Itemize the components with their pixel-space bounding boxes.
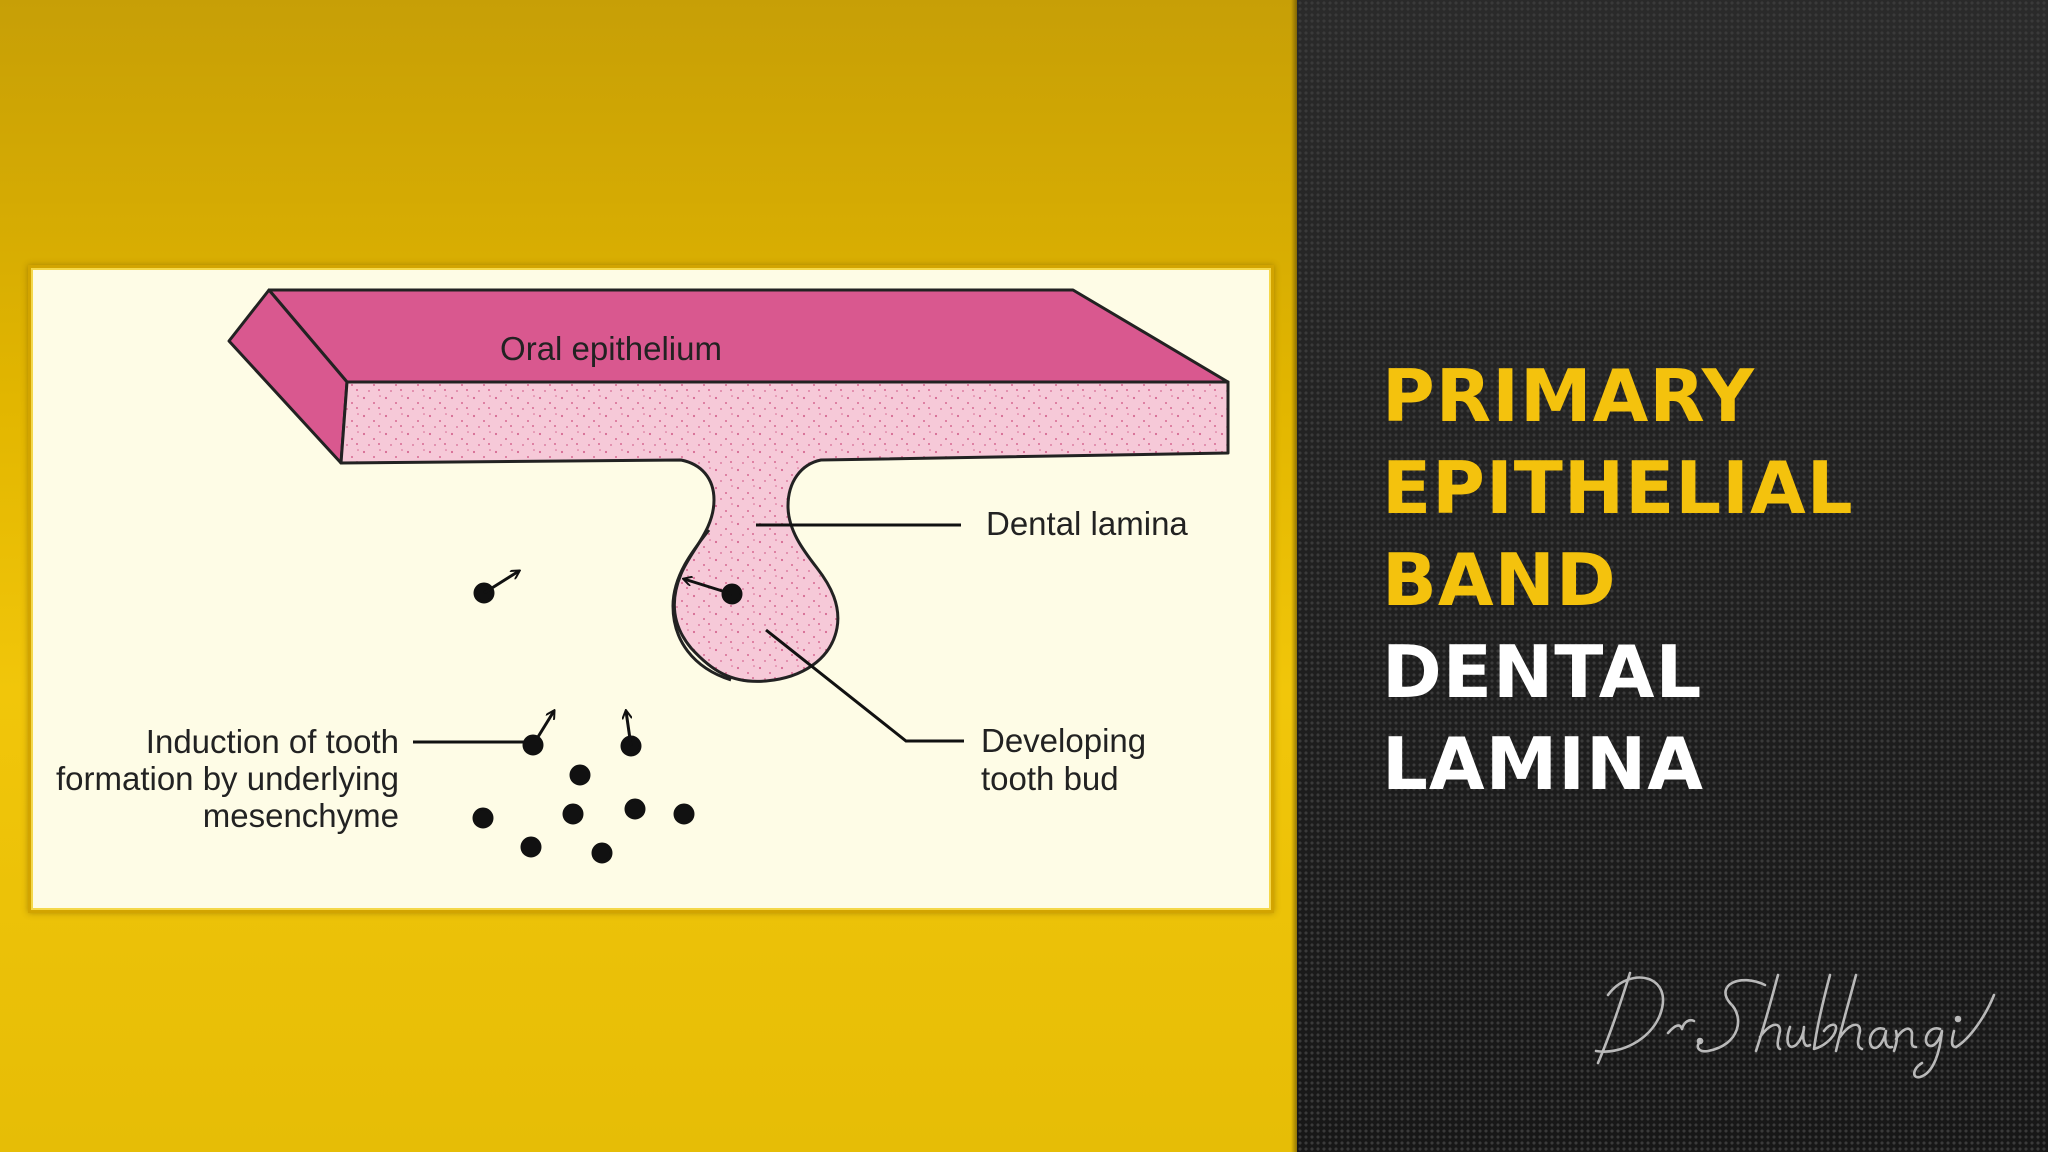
title-line-primary: PRIMARY [1382, 354, 1756, 438]
mesenchyme-cell [569, 764, 591, 786]
mesenchyme-cells [472, 571, 743, 864]
title-line-lamina: LAMINA [1382, 722, 1705, 806]
label-developing-line1: Developing [981, 722, 1146, 759]
tooth-bud-leader-line [765, 628, 964, 743]
dental-lamina-diagram: Oral epithelium Dental lamina Developing… [56, 288, 1230, 864]
diagram-frame: Oral epithelium Dental lamina Developing… [28, 265, 1274, 913]
label-oral-epithelium: Oral epithelium [500, 330, 722, 367]
mesenchyme-cell [624, 798, 646, 820]
mesenchyme-cell [673, 803, 695, 825]
mesenchyme-cell [591, 842, 613, 864]
title-line-band: BAND [1382, 538, 1617, 622]
tooth-bud-outline [671, 529, 732, 682]
title-line-dental: DENTAL [1382, 630, 1703, 714]
dark-background-panel [1297, 0, 2048, 1152]
mesenchyme-cell [472, 807, 494, 829]
mesenchyme-cell [520, 836, 542, 858]
label-induction-line1: Induction of tooth [146, 723, 399, 760]
label-developing-line2: tooth bud [981, 760, 1119, 797]
title-line-epithelial: EPITHELIAL [1382, 446, 1854, 530]
mesenchyme-cell [562, 803, 584, 825]
oral-epithelium-front-face [339, 380, 1230, 683]
label-dental-lamina: Dental lamina [986, 505, 1188, 542]
signature-logo [1594, 971, 1996, 1079]
oral-epithelium-top-face [267, 288, 1230, 384]
label-induction-line2: formation by underlying [56, 760, 399, 797]
slide-title: PRIMARY EPITHELIAL BAND DENTAL LAMINA [1382, 350, 1982, 810]
label-induction-line3: mesenchyme [203, 797, 399, 834]
